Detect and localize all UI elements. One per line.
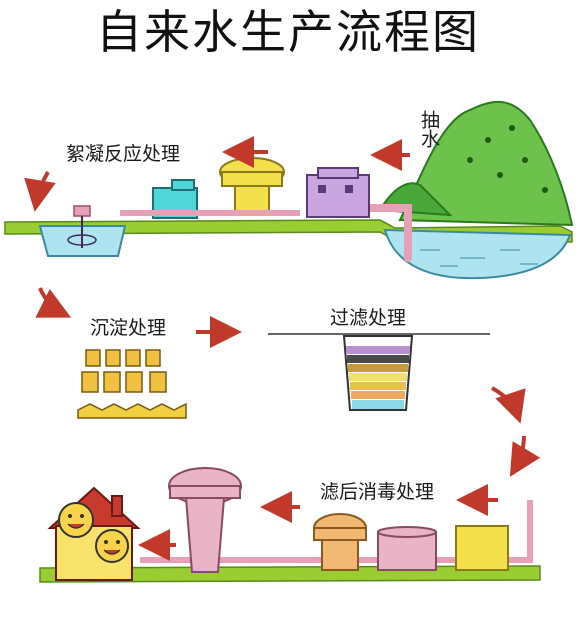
arrow-curve-down-3 bbox=[509, 435, 541, 477]
pipe-row3 bbox=[140, 500, 533, 563]
disinfection-label: 滤后消毒处理 bbox=[320, 481, 435, 503]
arrow-curve-down-2 bbox=[491, 386, 526, 424]
river-reservoir bbox=[383, 228, 572, 280]
pumping-label: 抽水 bbox=[418, 110, 440, 148]
yellow-dome-tank bbox=[219, 157, 285, 215]
yellow-box-tank bbox=[455, 525, 509, 571]
intake-pipe bbox=[366, 204, 412, 262]
orange-dome-tank bbox=[313, 513, 367, 571]
coagulation-pool bbox=[38, 205, 127, 257]
filtration-label: 过滤处理 bbox=[330, 307, 407, 329]
coagulation-label: 絮凝反应处理 bbox=[66, 143, 181, 165]
filtration-layers bbox=[268, 333, 490, 411]
house-illustration bbox=[47, 486, 141, 581]
pink-cylinder-tank bbox=[377, 526, 437, 571]
purple-building bbox=[306, 167, 370, 218]
diagram-title: 自来水生产流程图 bbox=[96, 5, 480, 59]
sedimentation-label: 沉淀处理 bbox=[90, 317, 167, 339]
sedimentation-tanks bbox=[77, 349, 187, 419]
arrow-curve-down-1 bbox=[24, 170, 56, 212]
arrow-to-sedimentation bbox=[35, 287, 72, 318]
water-tower bbox=[168, 467, 242, 573]
